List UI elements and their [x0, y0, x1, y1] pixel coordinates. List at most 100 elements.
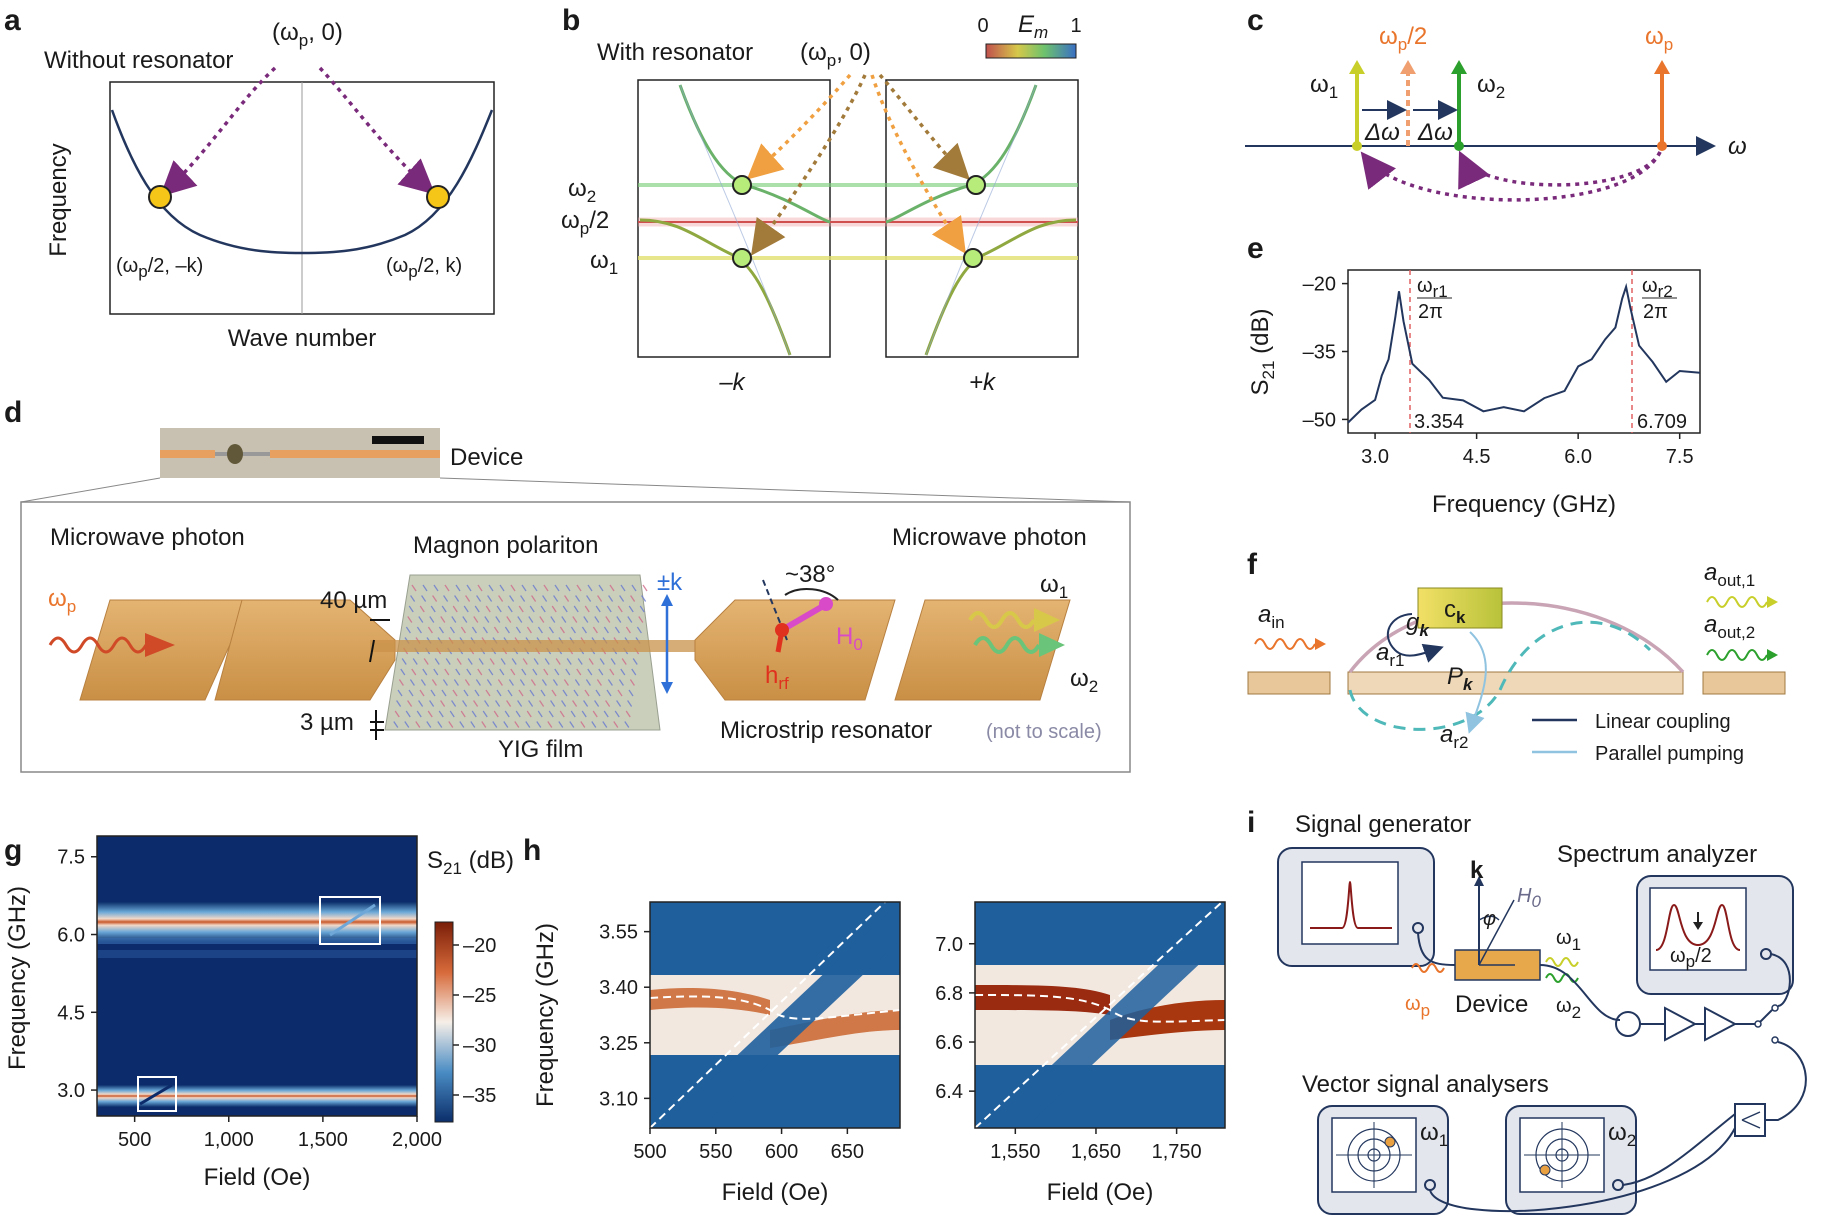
- amplifier-1: [1664, 1006, 1698, 1042]
- h-xtick-label: 1,550: [990, 1141, 1040, 1163]
- spin-arrow: [422, 584, 428, 592]
- spin-arrow: [452, 689, 458, 697]
- ain-label: ain: [1258, 601, 1285, 632]
- spin-arrow: [509, 595, 515, 602]
- spin-arrow: [455, 668, 461, 676]
- spin-arrow: [433, 584, 439, 592]
- spin-arrow: [532, 584, 538, 592]
- spin-arrow: [515, 710, 521, 718]
- amplifier-2: [1704, 1006, 1738, 1042]
- spin-arrow: [404, 721, 410, 728]
- spin-arrow: [448, 721, 454, 728]
- spin-arrow: [484, 700, 490, 707]
- h-xtick-label: 550: [699, 1141, 732, 1163]
- g-band-lower: [97, 1085, 417, 1107]
- not-to-scale-label: (not to scale): [986, 721, 1102, 743]
- pump-arrow-b3: [878, 73, 970, 180]
- panel-i-letter: i: [1247, 806, 1255, 839]
- spin-arrow: [484, 616, 490, 623]
- spin-arrow: [400, 668, 406, 676]
- spin-arrow: [452, 605, 458, 613]
- spin-arrow: [624, 721, 630, 728]
- h-ytick-label: 6.8: [935, 983, 963, 1005]
- panel-d-letter: d: [4, 396, 22, 429]
- spin-arrow: [477, 668, 483, 676]
- spin-arrow: [441, 605, 447, 613]
- spin-arrow: [405, 710, 411, 718]
- pk-label: Pk: [1447, 663, 1474, 694]
- spin-arrow: [551, 605, 557, 613]
- spin-arrow: [462, 616, 468, 623]
- spin-arrow: [517, 616, 523, 623]
- spin-arrow: [499, 668, 505, 676]
- spin-arrow: [496, 689, 502, 697]
- polariton-label: Magnon polariton: [413, 532, 598, 559]
- spin-arrow: [537, 710, 543, 718]
- spin-arrow: [451, 616, 457, 623]
- panel-d: d Device Microwave photon Microwave phot…: [4, 396, 1131, 773]
- spin-arrow: [596, 679, 602, 686]
- spectrum-analyzer-label: Spectrum analyzer: [1557, 841, 1757, 868]
- spin-arrow: [592, 626, 598, 634]
- spin-arrow: [581, 626, 587, 634]
- spin-arrow: [539, 616, 545, 623]
- spin-arrow: [605, 700, 611, 707]
- spin-arrow: [511, 658, 517, 665]
- spin-arrow: [485, 689, 491, 697]
- left-pad-2: [214, 599, 396, 701]
- i-k-label: k: [1470, 857, 1484, 884]
- spin-arrow: [628, 605, 634, 613]
- spin-arrow: [507, 689, 513, 697]
- spin-arrow: [616, 700, 622, 707]
- spin-arrow: [454, 595, 460, 602]
- spin-arrow: [603, 626, 609, 634]
- pump-arrow-b4: [870, 74, 966, 254]
- spin-arrow: [562, 605, 568, 613]
- right-pad-1: [694, 599, 896, 701]
- spin-arrow: [628, 689, 634, 697]
- g-ytick-label: 4.5: [57, 1002, 85, 1024]
- mark-3354: 3.354: [1414, 411, 1464, 433]
- spin-arrow: [587, 668, 593, 676]
- h-ytick-label: 3.25: [599, 1033, 638, 1055]
- panel-e-letter: e: [1247, 232, 1264, 265]
- spin-arrow: [451, 700, 457, 707]
- dot-b-w2-right: [966, 175, 986, 195]
- h-left-heatmap: [649, 901, 901, 1129]
- spin-arrow: [492, 721, 498, 728]
- spin-arrow: [577, 658, 583, 665]
- panel-a-letter: a: [4, 4, 21, 37]
- ck-box: [1417, 587, 1503, 629]
- e-xtick-label: 4.5: [1463, 446, 1491, 468]
- panel-h-ylabel: Frequency (GHz): [532, 923, 559, 1107]
- h-ytick-label: 3.40: [599, 977, 638, 999]
- spin-arrow: [407, 700, 413, 707]
- spin-arrow: [419, 605, 425, 613]
- g-cbar-label: S21 (dB): [427, 847, 514, 878]
- panel-b-w1: ω1: [590, 247, 618, 278]
- spin-arrow: [418, 700, 424, 707]
- spin-arrow: [427, 710, 433, 718]
- colorbar-label: Em: [1018, 11, 1048, 42]
- spin-arrow: [464, 679, 470, 686]
- g-zoom-box-upper: [319, 896, 381, 945]
- spin-arrow: [576, 584, 582, 592]
- spin-arrow: [497, 679, 503, 686]
- spin-arrow: [587, 584, 593, 592]
- aout1-label: aout,1: [1704, 559, 1755, 590]
- spin-arrow: [426, 721, 432, 728]
- spin-arrow: [409, 679, 415, 686]
- device-label: Device: [450, 444, 523, 471]
- spin-arrow: [525, 721, 531, 728]
- spin-arrow: [541, 679, 547, 686]
- panel-h-xlabel-right: Field (Oe): [1047, 1179, 1154, 1206]
- spin-arrow: [631, 584, 637, 592]
- g-colorbar: [434, 921, 454, 1123]
- panel-c-wp2: ωp/2: [1379, 23, 1427, 54]
- dot-b-w2-left: [732, 175, 752, 195]
- r2-den: 2π: [1643, 301, 1668, 323]
- spin-arrow: [504, 710, 510, 718]
